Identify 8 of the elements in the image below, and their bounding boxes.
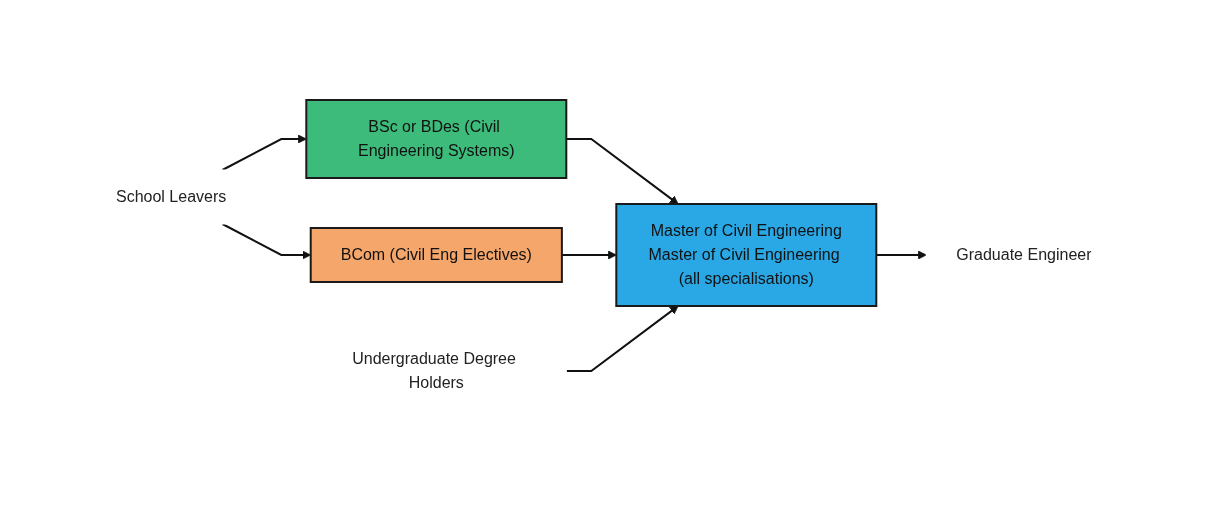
- arrow: [565, 305, 679, 372]
- node-box: BCom (Civil Eng Electives): [309, 226, 564, 283]
- node-text: School Leavers: [116, 187, 227, 205]
- node-box: BSc or BDes (Civil Engineering Systems): [305, 98, 568, 179]
- node-text: Undergraduate Degree Holders: [352, 349, 517, 391]
- node-box: Master of Civil Engineering Master of Civil Engineering (all specialisations): [615, 202, 878, 307]
- node-text: Graduate Engineer: [956, 245, 1092, 263]
- arrow: [221, 134, 307, 171]
